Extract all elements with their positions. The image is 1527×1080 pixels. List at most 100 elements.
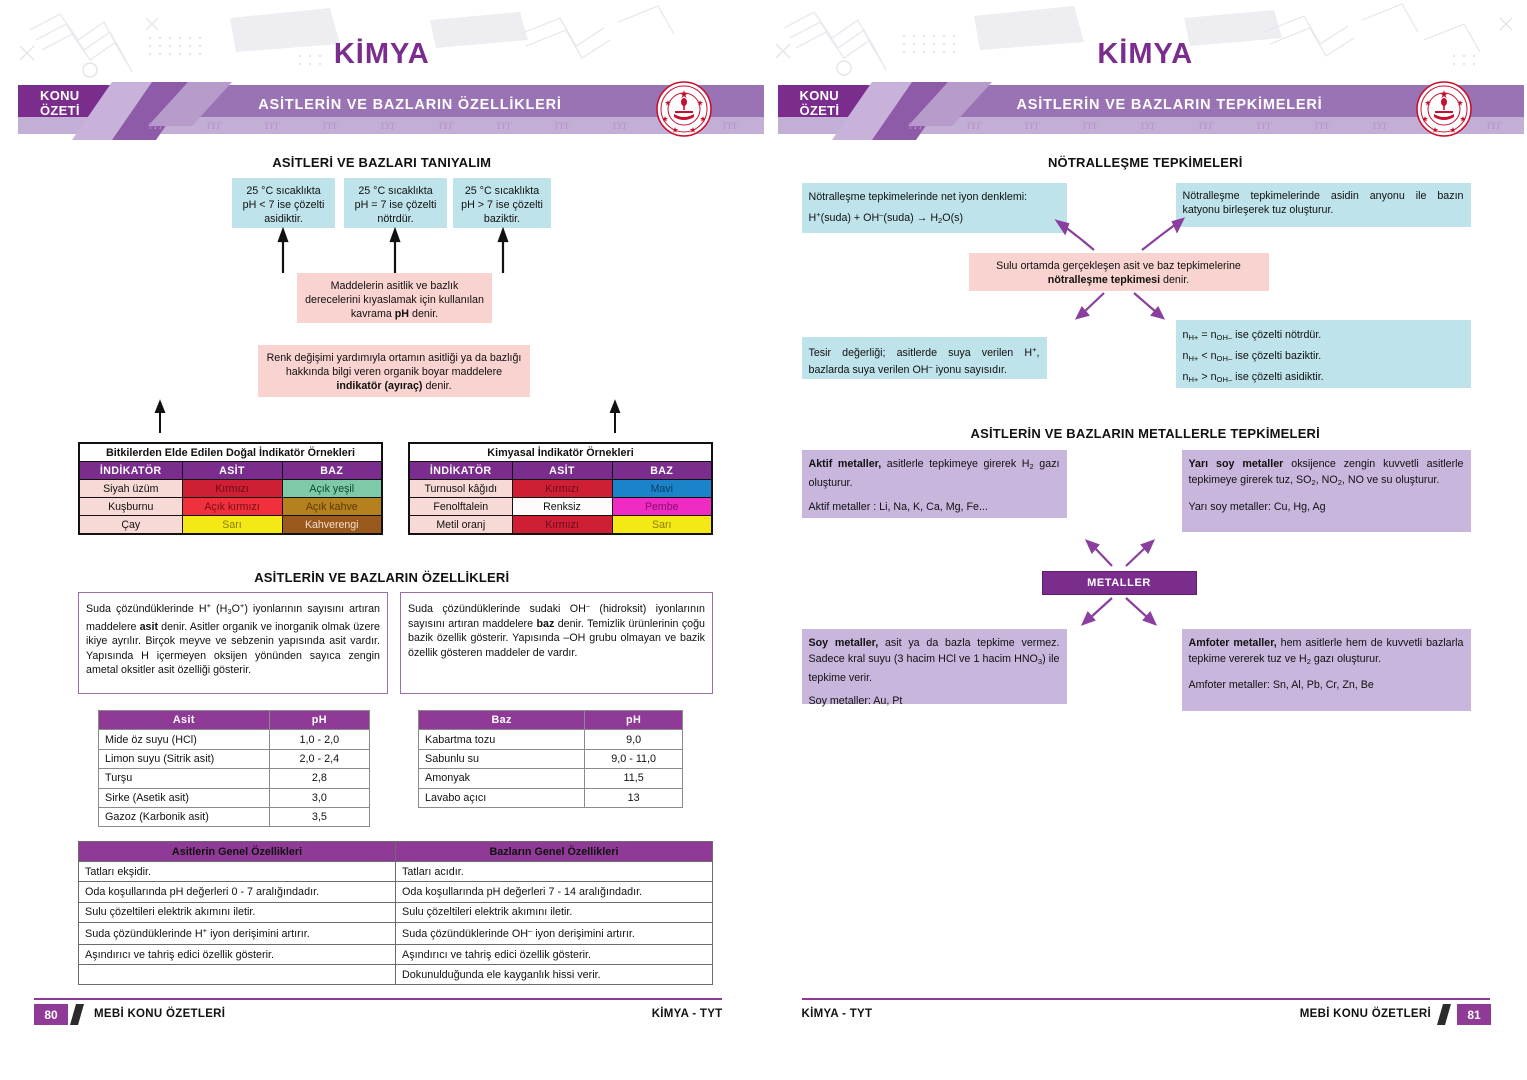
acid-ph-name: Turşu xyxy=(98,768,270,789)
gen-cell-base: Oda koşullarında pH değerleri 7 - 14 ara… xyxy=(395,881,713,903)
n-rule-lhs-sub: H+ xyxy=(1188,333,1199,342)
metaller-node: METALLER xyxy=(1041,571,1197,595)
base-ph-value: 9,0 xyxy=(584,729,683,750)
table-row: Baz pH xyxy=(417,709,683,731)
natural-cell-acid: Kırmızı xyxy=(181,479,283,498)
svg-text:TYT: TYT xyxy=(1486,121,1502,131)
chemical-hdr-indicator: İNDİKATÖR xyxy=(408,461,513,480)
natural-cell-name: Kuşburnu xyxy=(78,497,183,516)
chemical-cell-base: Mavi xyxy=(611,479,713,498)
footer-slash-right xyxy=(1437,1004,1455,1025)
chemical-cell-base: Pembe xyxy=(611,497,713,516)
chemical-cell-name: Fenolftalein xyxy=(408,497,513,516)
natural-hdr-indicator: İNDİKATÖR xyxy=(78,461,183,480)
n-rule-text: ise çözelti baziktir. xyxy=(1232,350,1322,362)
general-properties-table: Asitlerin Genel Özellikleri Bazların Gen… xyxy=(78,840,713,986)
natural-cell-base: Kahverengi xyxy=(281,515,383,535)
gen-cell-base: Aşındırıcı ve tahriş edici özellik göste… xyxy=(395,943,713,966)
acid-ph-value: 2,8 xyxy=(268,768,371,789)
chemical-cell-name: Metil oranj xyxy=(408,515,513,535)
footer-rule-left xyxy=(34,998,722,1000)
ind-def-post: denir. xyxy=(422,380,452,392)
section-heading-ozellikleri: ASİTLERİN VE BAZLARIN ÖZELLİKLERİ xyxy=(254,570,510,585)
amfoter-bold: Amfoter metaller, xyxy=(1188,637,1277,649)
table-row: Mide öz suyu (HCl)1,0 - 2,0 xyxy=(98,729,371,750)
base-ph-hdr-name: Baz xyxy=(417,709,586,731)
footer-label-left: MEBİ KONU ÖZETLERİ xyxy=(94,1008,226,1020)
base-ph-name: Lavabo açıcı xyxy=(417,787,586,808)
ph-box-acidic: 25 °C sıcaklıkta pH < 7 ise çözelti asid… xyxy=(232,178,335,228)
natural-hdr-base: BAZ xyxy=(281,461,383,480)
ph-def-bold: pH xyxy=(394,308,410,320)
n-rule-rhs-sub: OH– xyxy=(1216,333,1233,342)
ind-def-bold: indikatör (ayıraç) xyxy=(336,380,423,392)
base-def-p1: Suda çözündüklerinde sudaki OH xyxy=(408,603,586,615)
svg-text:TYT: TYT xyxy=(1314,121,1330,131)
natural-cell-base: Açık kahve xyxy=(281,497,383,516)
yarisoy-list: Yarı soy metaller: Cu, Hg, Ag xyxy=(1188,501,1326,513)
table-row: Sulu çözeltileri elektrik akımını iletir… xyxy=(78,901,713,923)
konu-ozeti-label-right: KONU ÖZETİ xyxy=(799,88,840,118)
gen-cell-acid: Aşındırıcı ve tahriş edici özellik göste… xyxy=(78,943,396,966)
natural-cell-base: Açık yeşil xyxy=(281,479,383,498)
chemical-cell-acid: Kırmızı xyxy=(511,479,613,498)
yarisoy-text: oksijence zengin kuvvetli asitlerle tepk… xyxy=(1188,458,1464,487)
base-def-sup: – xyxy=(585,601,591,610)
base-def-bold: baz xyxy=(536,617,555,630)
soy-metaller-box: Soy metaller, asit ya da bazla tepkime v… xyxy=(801,629,1067,707)
base-ph-value: 13 xyxy=(584,787,683,808)
svg-text:TYT: TYT xyxy=(380,121,396,131)
yari-soy-metaller-box: Yarı soy metaller oksijence zengin kuvve… xyxy=(1181,450,1471,532)
base-ph-name: Kabartma tozu xyxy=(417,729,586,750)
n-rule-lhs-sub: H+ xyxy=(1188,375,1199,384)
amfoter-para: Amfoter metaller, hem asitlerle hem de k… xyxy=(1189,635,1464,670)
table-row: Kuşburnu Açık kırmızı Açık kahve xyxy=(78,497,383,516)
table-row: Suda çözündüklerinde H+ iyon derişimini … xyxy=(78,921,713,945)
gen-cell-acid: Suda çözündüklerinde H+ iyon derişimini … xyxy=(78,921,396,945)
n-rule-rhs: n xyxy=(1210,329,1217,341)
acid-ph-value: 1,0 - 2,0 xyxy=(268,729,371,750)
subject-title-right: KİMYA xyxy=(1097,38,1194,70)
net-ion-equation-box: Nötralleşme tepkimelerinde net iyon denk… xyxy=(801,183,1067,233)
n-rule-row: nH+ > nOH– ise çözelti asidiktir. xyxy=(1183,368,1464,389)
soy-text: asit ya da bazla tepkime vermez. Sadece … xyxy=(808,637,1060,684)
ph-def-post: denir. xyxy=(409,308,439,320)
gen-cell-base: Tatları acıdır. xyxy=(395,861,713,883)
acid-ph-value: 3,0 xyxy=(268,787,371,808)
n-rule-rhs: n xyxy=(1210,350,1217,362)
acid-ph-value: 2,0 - 2,4 xyxy=(268,748,371,770)
acid-ph-name: Gazoz (Karbonik asit) xyxy=(98,806,270,828)
base-definition-box: Suda çözündüklerinde sudaki OH– (hidroks… xyxy=(400,592,713,694)
banner-title-right: ASİTLERİN VE BAZLARIN TEPKİMELERİ xyxy=(1016,97,1323,113)
table-row: İNDİKATÖR ASİT BAZ xyxy=(78,461,383,480)
n-rule-lhs: n xyxy=(1182,350,1189,362)
ph-definition-box: Maddelerin asitlik ve bazlık derecelerin… xyxy=(297,273,492,323)
salt-formation-box: Nötralleşme tepkimelerinde asidin anyonu… xyxy=(1175,183,1471,227)
natural-table-title: Bitkilerden Elde Edilen Doğal İndikatör … xyxy=(78,442,383,462)
ph-box-neutral: 25 °C sıcaklıkta pH = 7 ise çözelti nötr… xyxy=(344,178,447,228)
soy-bold: Soy metaller, xyxy=(808,637,879,649)
gen-cell-base: Dokunulduğunda ele kayganlık hissi verir… xyxy=(395,964,713,986)
svg-text:TYT: TYT xyxy=(496,121,512,131)
svg-text:TYT: TYT xyxy=(206,121,222,131)
aktif-bold: Aktif metaller, xyxy=(808,458,882,470)
footer-slash-left xyxy=(70,1004,88,1025)
amfoter-text: hem asitlerle hem de kuvvetli bazlarla t… xyxy=(1188,637,1464,666)
svg-text:TYT: TYT xyxy=(1372,121,1388,131)
svg-text:TYT: TYT xyxy=(1198,121,1214,131)
footer-label-right: KİMYA - TYT xyxy=(651,1008,723,1020)
acid-def-p1b: (H xyxy=(211,603,228,615)
gen-cell-acid: Oda koşullarında pH değerleri 0 - 7 aral… xyxy=(78,881,396,903)
soy-para: Soy metaller, asit ya da bazla tepkime v… xyxy=(809,635,1060,686)
svg-text:TYT: TYT xyxy=(554,121,570,131)
amfoter-list: Amfoter metaller: Sn, Al, Pb, Cr, Zn, Be xyxy=(1188,679,1374,691)
acid-def-p1c: O xyxy=(231,603,240,615)
base-ph-name: Amonyak xyxy=(417,768,586,789)
base-def-p2: (hidroksit) iyonlarının sayısını artıran… xyxy=(408,603,705,630)
section-heading-tanıyalım: ASİTLERİ VE BAZLARI TANIYALIM xyxy=(272,155,492,170)
